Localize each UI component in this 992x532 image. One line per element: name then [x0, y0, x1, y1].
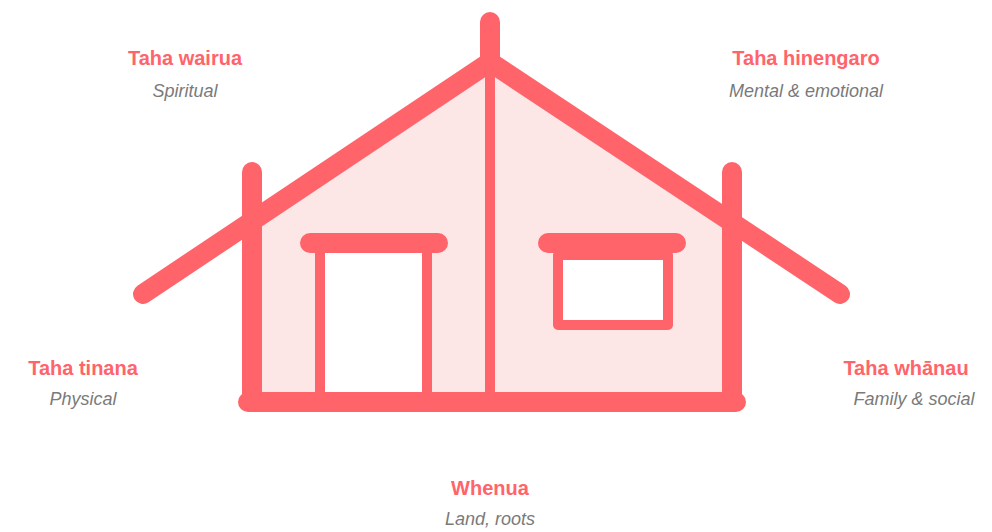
dimension-meaning: Land, roots	[445, 509, 535, 531]
dimension-name: Taha wairua	[128, 46, 242, 70]
dimension-name: Taha hinengaro	[732, 46, 879, 70]
dimension-meaning: Mental & emotional	[729, 81, 883, 103]
centre-post	[485, 62, 495, 402]
dimension-meaning: Spiritual	[152, 81, 217, 103]
door-lintel	[310, 233, 438, 253]
door-frame	[315, 250, 325, 402]
door-opening	[320, 250, 425, 402]
door-frame	[422, 250, 432, 402]
right-post	[722, 172, 742, 402]
house-fill	[252, 60, 732, 402]
dimension-meaning: Physical	[49, 389, 116, 411]
window	[558, 255, 668, 325]
dimension-name: Taha whānau	[843, 356, 968, 380]
left-post	[242, 172, 262, 402]
dimension-name: Taha tinana	[28, 356, 138, 380]
dimension-meaning: Family & social	[853, 389, 974, 411]
dimension-name: Whenua	[451, 476, 529, 500]
